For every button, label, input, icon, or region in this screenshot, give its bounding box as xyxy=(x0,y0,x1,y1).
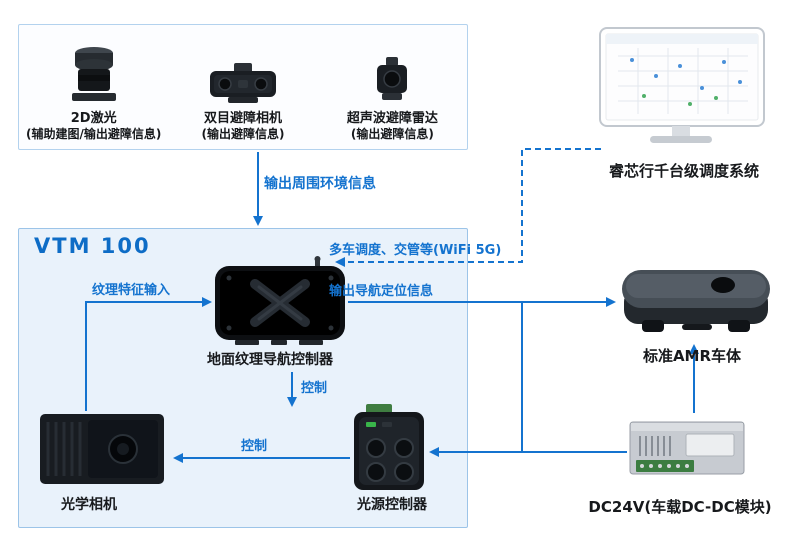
dispatch-monitor-device xyxy=(598,26,766,152)
sensor-item-ultrasonic-radar: 超声波避障雷达 (输出避障信息) xyxy=(318,25,467,149)
sensor-desc: (输出避障信息) xyxy=(350,127,434,142)
sensor-desc: (辅助建图/输出避障信息) xyxy=(25,127,162,142)
vtm-title: VTM 100 xyxy=(34,234,151,258)
wifi-label: 多车调度、交管等(WiFi 5G) xyxy=(329,243,502,258)
controller-label: 地面纹理导航控制器 xyxy=(207,352,333,368)
sensor-label: 双目避障相机 xyxy=(203,110,282,126)
env-output-label: 输出周围环境信息 xyxy=(264,176,376,192)
nav-output-label: 输出导航定位信息 xyxy=(329,284,434,299)
psu-label: DC24V(车载DC-DC模块) xyxy=(588,498,772,516)
dc-dc-power-module-device xyxy=(628,416,746,480)
ultrasonic-radar-icon xyxy=(370,56,414,107)
lidar-2d-icon xyxy=(66,45,122,107)
amr-label: 标准AMR车体 xyxy=(642,347,742,365)
sensor-item-2d-lidar: 2D激光 (辅助建图/输出避障信息) xyxy=(19,25,168,149)
texture-input-label: 纹理特征输入 xyxy=(92,283,171,298)
sensor-panel: 2D激光 (辅助建图/输出避障信息) 双目避障相机 (输出避障信息) xyxy=(18,24,468,150)
sensor-item-stereo-camera: 双目避障相机 (输出避障信息) xyxy=(168,25,317,149)
optical-camera-label: 光学相机 xyxy=(61,497,117,513)
light-controller-label: 光源控制器 xyxy=(357,497,427,513)
light-controller-device xyxy=(352,404,426,492)
control-light-label: 控制 xyxy=(301,381,328,396)
sensor-label: 超声波避障雷达 xyxy=(346,110,438,126)
control-camera-label: 控制 xyxy=(241,439,268,454)
optical-camera-device xyxy=(38,410,166,490)
navigation-controller-device xyxy=(215,256,345,348)
dispatch-system-label: 睿芯行千台级调度系统 xyxy=(608,162,759,180)
amr-robot-device xyxy=(620,258,772,342)
sensor-desc: (输出避障信息) xyxy=(201,127,285,142)
sensor-label: 2D激光 xyxy=(70,110,117,126)
stereo-camera-icon xyxy=(208,62,278,107)
